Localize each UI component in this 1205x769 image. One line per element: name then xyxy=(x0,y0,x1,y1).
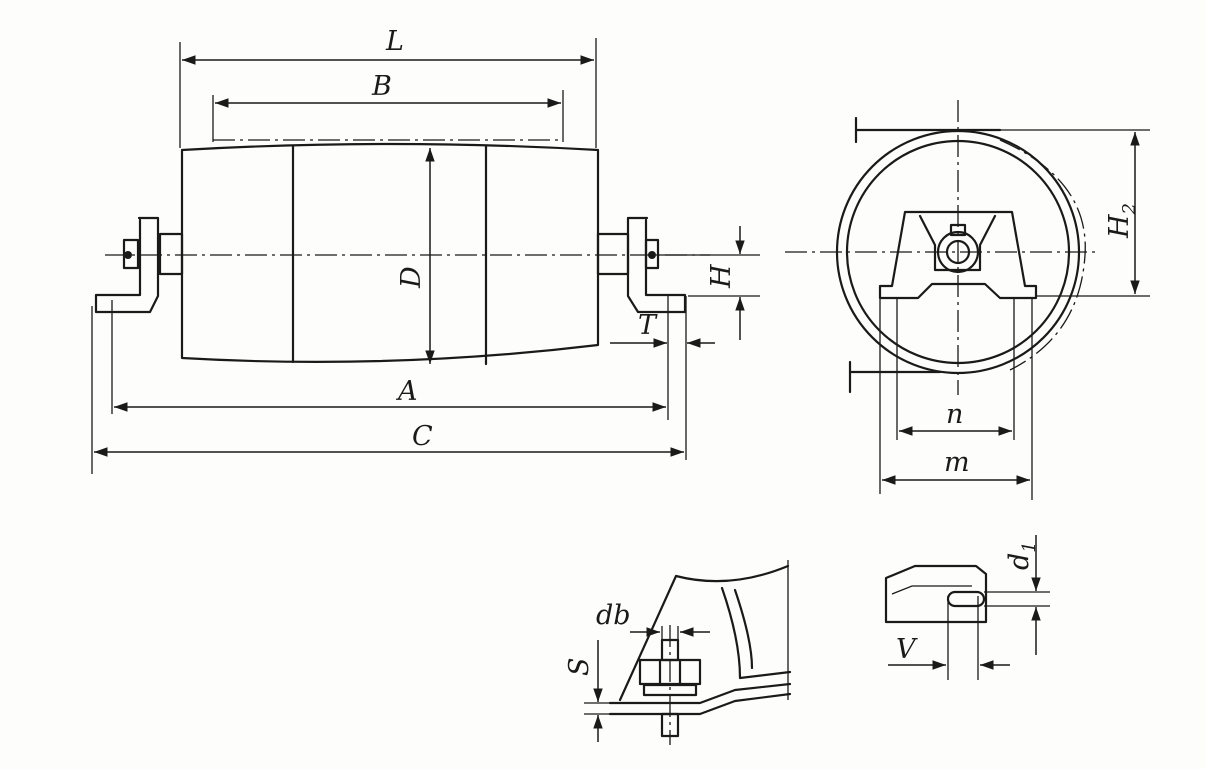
left-bearing-nut xyxy=(122,238,140,270)
label-C: C xyxy=(412,421,433,452)
slot-detail: d1 V xyxy=(884,535,1050,680)
bracket-rib-outer xyxy=(720,586,792,680)
base-plate-top xyxy=(608,682,792,705)
foot-profile xyxy=(884,564,988,624)
label-H2: H2 xyxy=(1104,203,1140,239)
right-bearing-bracket xyxy=(626,216,687,314)
label-V: V xyxy=(896,634,918,665)
label-D: D xyxy=(396,266,427,289)
label-S: S xyxy=(564,658,595,677)
bearing-housing xyxy=(878,210,1038,300)
belt-wrap-line xyxy=(999,139,1086,371)
label-H2-sub: 2 xyxy=(1119,203,1140,215)
lubricator xyxy=(949,223,967,237)
label-n: n xyxy=(946,399,963,430)
label-m: m xyxy=(944,447,970,478)
bearing-bore xyxy=(945,239,971,265)
label-d1-sub: 1 xyxy=(1019,541,1040,552)
left-bolt xyxy=(124,251,132,259)
bracket-rib-inner xyxy=(733,588,754,670)
right-bearing-nut xyxy=(644,238,660,270)
right-bolt xyxy=(648,251,656,259)
bearing-outer-ring xyxy=(936,230,980,274)
label-d1-main: d xyxy=(1004,553,1035,570)
label-d1: d1 xyxy=(1004,541,1040,570)
label-H2-main: H xyxy=(1104,214,1135,239)
drum-outline xyxy=(180,142,600,363)
bearing-housing-inner xyxy=(918,214,997,272)
label-T: T xyxy=(638,310,658,341)
bolt-detail: db S xyxy=(564,560,792,745)
foot-inner-edge xyxy=(891,585,972,595)
label-H: H xyxy=(706,264,737,289)
left-bearing-bracket xyxy=(94,216,160,314)
left-shaft xyxy=(158,232,184,276)
side-view: L B D H T A C xyxy=(91,26,760,474)
label-db: db xyxy=(596,600,631,631)
right-shaft xyxy=(596,232,630,276)
bracket-profile xyxy=(618,564,790,702)
label-L: L xyxy=(385,26,404,57)
label-B: B xyxy=(371,71,392,102)
end-view: H2 n m xyxy=(785,100,1150,500)
base-plate-bottom xyxy=(608,692,792,716)
label-A: A xyxy=(395,376,418,407)
